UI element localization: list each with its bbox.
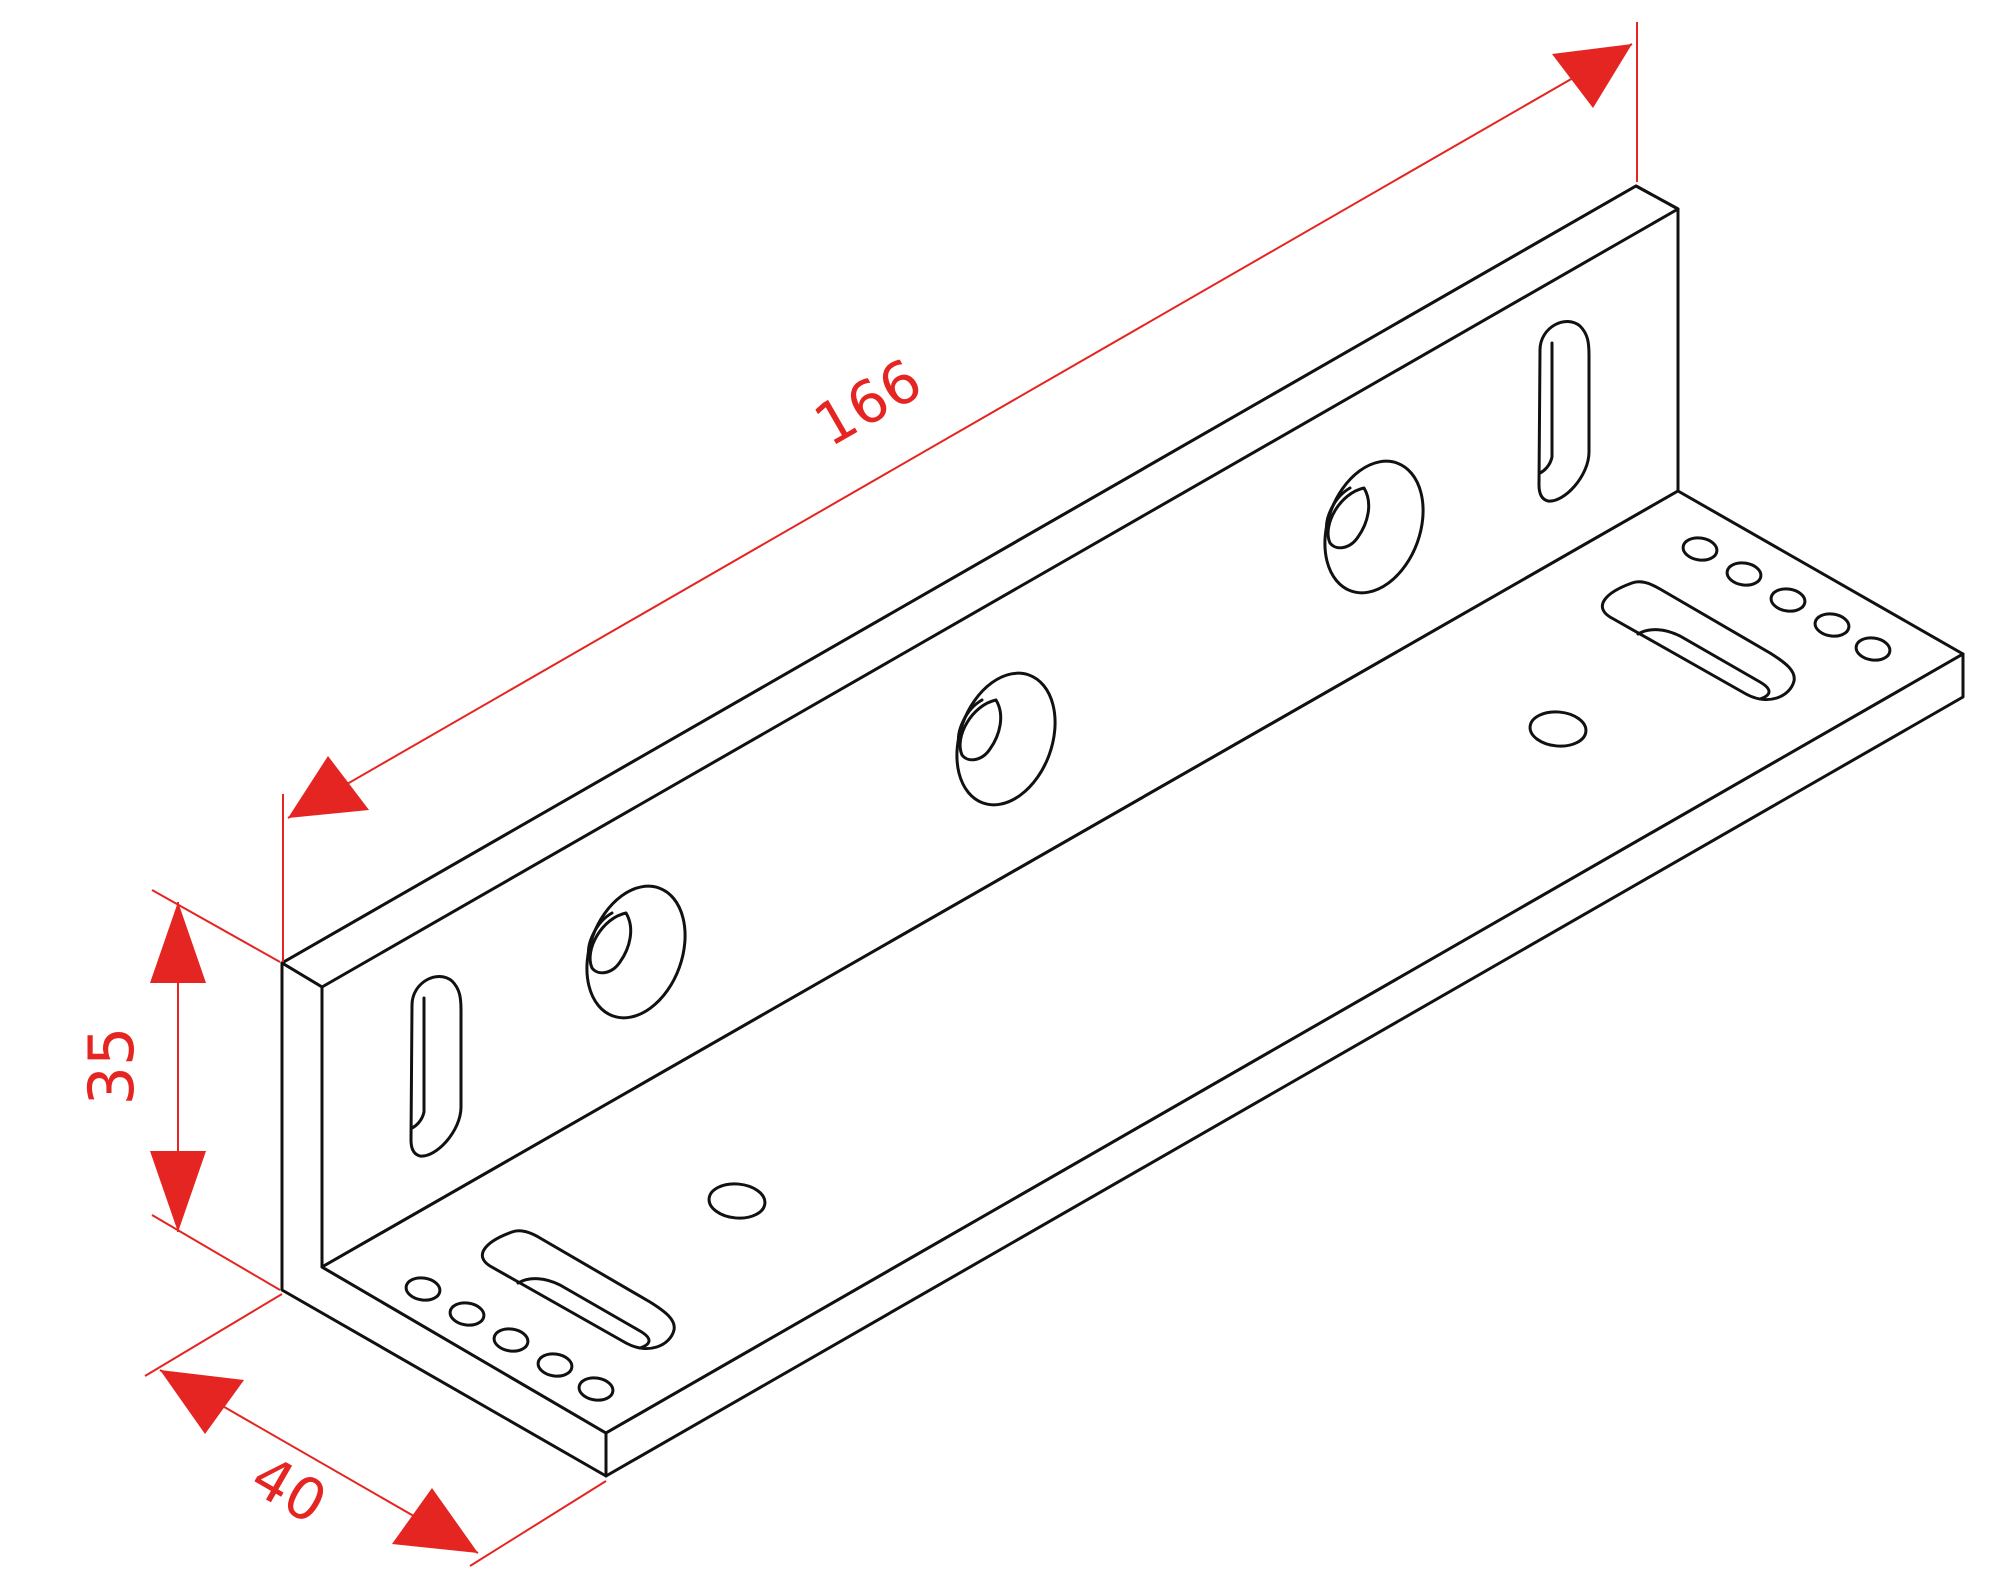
countersunk-hole-3 (1323, 459, 1425, 595)
vertical-flange-holes (409, 320, 1591, 1158)
arrowhead-length-right (1552, 44, 1632, 108)
dimension-height: 35 (75, 889, 281, 1291)
countersunk-hole-1 (585, 884, 687, 1020)
vertical-slot-left (409, 975, 463, 1158)
arrowhead-depth-left (160, 1370, 244, 1434)
arrowhead-height-bottom (150, 1151, 206, 1232)
round-hole-right (1528, 710, 1588, 748)
dimension-lines: 166 35 40 (75, 22, 1638, 1567)
arrowhead-height-top (150, 902, 206, 983)
bracket (280, 184, 1965, 1478)
horizontal-flange-holes (404, 536, 1892, 1402)
horizontal-slot-left (480, 1229, 676, 1351)
small-holes-right (1681, 536, 1892, 662)
round-hole-left (707, 1182, 767, 1220)
horizontal-flange-front-edge (604, 652, 1965, 1478)
small-holes-left (404, 1276, 615, 1402)
dimension-height-label: 35 (75, 1027, 148, 1106)
dimension-depth-label: 40 (240, 1442, 338, 1538)
dimension-depth: 40 (144, 1293, 607, 1567)
vertical-slot-right (1537, 320, 1591, 503)
arrowhead-length-left (288, 756, 369, 818)
dimension-length-label: 166 (803, 346, 933, 460)
horizontal-slot-right (1600, 580, 1796, 702)
countersunk-hole-2 (955, 671, 1057, 807)
arrowhead-depth-right (392, 1488, 478, 1553)
